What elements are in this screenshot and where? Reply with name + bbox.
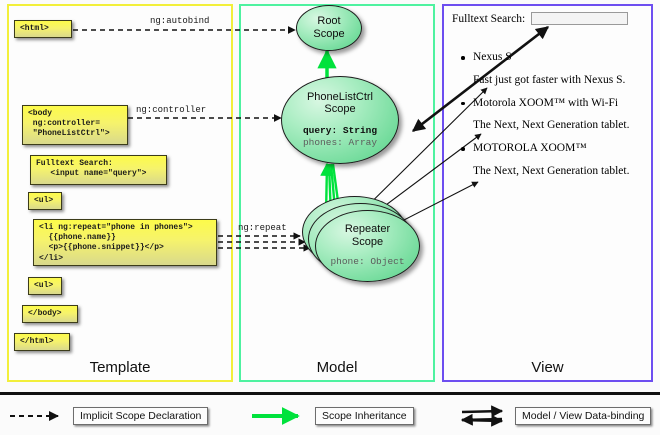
bullet-icon [461,56,465,60]
root-scope-title-line2: Scope [313,28,345,40]
code-box-ul-open: <ul> [28,192,62,210]
phone-name: Motorola XOOM™ with Wi-Fi [473,96,619,109]
legend-implicit-scope-declaration: Implicit Scope Declaration [8,405,209,427]
root-scope-title-line1: Root [317,15,341,28]
view-content: Fulltext Search: Nexus S Fast just got f… [452,12,648,179]
view-fulltext-search-row: Fulltext Search: [452,12,648,25]
phonelistctrl-scope-title-line2: Scope [324,103,356,116]
model-panel: Model [239,4,435,382]
legend-model-view-data-binding: Model / View Data-binding [460,405,652,427]
code-box-ul-close: <ul> [28,277,62,295]
bullet-icon [461,101,465,106]
code-box-body-controller: <body ng:controller= "PhoneListCtrl"> [22,105,128,145]
code-box-body-close: </body> [22,305,78,323]
repeater-scope-prop-phone: phone: Object [330,256,405,268]
view-fulltext-search-label: Fulltext Search: [452,12,526,25]
legend-scope-inheritance: Scope Inheritance [250,405,414,427]
phone-snippet: The Next, Next Generation tablet. [473,164,630,177]
list-item: Nexus S Fast just got faster with Nexus … [452,51,648,88]
phonelistctrl-scope-prop-phones: phones: Array [302,137,378,149]
phonelistctrl-scope-title-line1: PhoneListCtrl [306,90,374,103]
phone-name: MOTOROLA XOOM™ [473,142,587,155]
model-panel-label: Model [316,359,358,376]
code-box-li-repeat: <li ng:repeat="phone in phones"> {{phone… [33,219,217,266]
repeater-scope: Repeater Scope phone: Object [315,210,420,282]
list-item: Motorola XOOM™ with Wi-Fi The Next, Next… [452,97,648,134]
root-scope: Root Scope [296,5,362,51]
code-box-html-close: </html> [14,333,70,351]
phone-snippet: The Next, Next Generation tablet. [473,119,630,132]
code-box-html-open: <html> [14,20,72,38]
phone-snippet: Fast just got faster with Nexus S. [473,73,626,86]
template-panel-label: Template [89,359,151,376]
legend-divider [0,392,660,395]
ng-autobind-label: ng:autobind [150,16,210,26]
phonelistctrl-scope-prop-query: query: String [302,124,378,136]
dashed-arrow-icon [8,405,66,427]
phone-name: Nexus S [473,51,512,63]
bullet-icon [461,147,465,151]
green-arrow-icon [250,405,308,427]
legend-model-view-data-binding-label: Model / View Data-binding [515,407,652,425]
double-arrow-icon [460,405,508,427]
ng-controller-label: ng:controller [136,105,207,115]
view-panel-label: View [531,359,564,376]
ng-repeat-label: ng:repeat [238,223,287,233]
phonelistctrl-scope: PhoneListCtrl Scope query: String phones… [281,76,399,164]
legend-implicit-scope-declaration-label: Implicit Scope Declaration [73,407,209,425]
legend-scope-inheritance-label: Scope Inheritance [315,407,414,425]
list-item: MOTOROLA XOOM™ The Next, Next Generation… [452,142,648,179]
repeater-scope-title-line2: Scope [351,235,384,248]
view-phone-list: Nexus S Fast just got faster with Nexus … [452,51,648,179]
legend: Implicit Scope Declaration Scope Inherit… [0,400,660,435]
code-box-fulltext-search: Fulltext Search: <input name="query"> [30,155,167,185]
repeater-scope-title-line1: Repeater [344,223,391,236]
view-fulltext-search-input[interactable] [531,12,629,25]
